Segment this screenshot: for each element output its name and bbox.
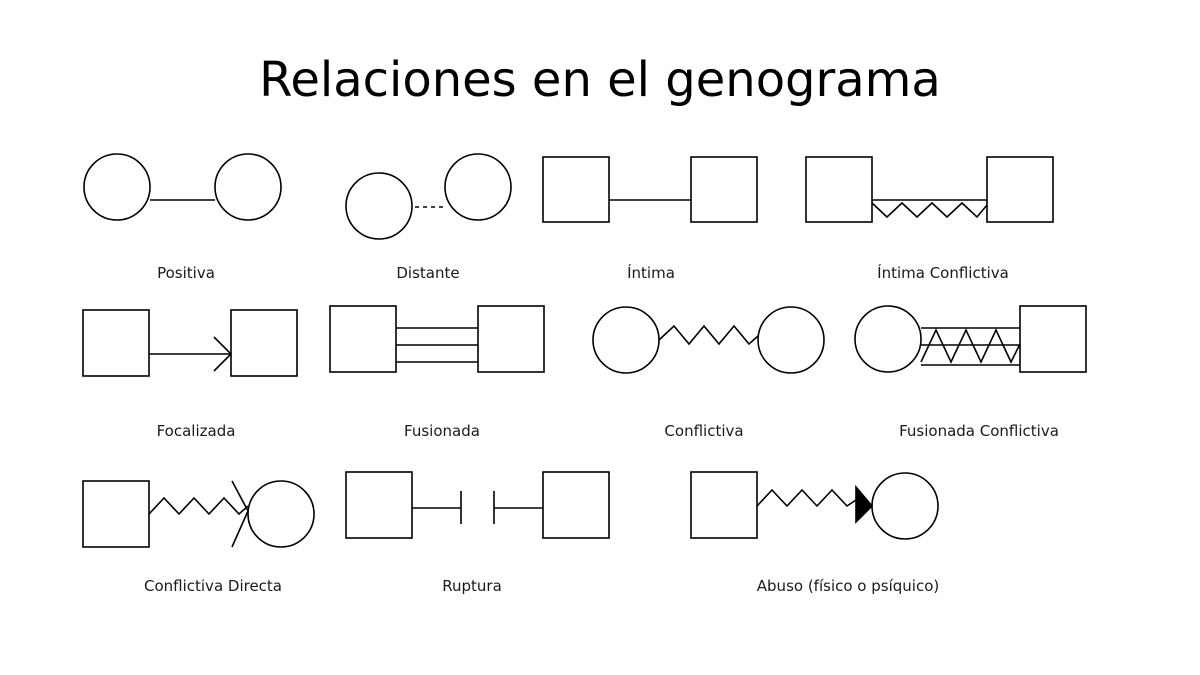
arrow-head	[213, 336, 233, 372]
label-conflictiva: Conflictiva	[664, 422, 744, 440]
person-circle	[757, 306, 825, 374]
person-circle	[592, 306, 660, 374]
relation-ruptura	[345, 471, 610, 539]
relation-distante	[345, 153, 512, 240]
relation-focalizada	[82, 309, 298, 377]
label-fusionada: Fusionada	[404, 422, 480, 440]
person-square	[477, 305, 545, 373]
person-circle	[214, 153, 282, 221]
label-distante: Distante	[396, 264, 460, 282]
label-intima: Íntima	[627, 264, 675, 282]
label-ruptura: Ruptura	[442, 577, 502, 595]
relation-abuso	[690, 471, 939, 540]
arrow-head	[231, 480, 249, 548]
zigzag-line	[148, 496, 249, 516]
label-focalizada: Focalizada	[156, 422, 236, 440]
person-square	[805, 156, 873, 223]
zigzag-line	[871, 201, 988, 219]
relation-fusionada	[329, 305, 545, 373]
person-circle	[444, 153, 512, 221]
relation-conflictiva	[592, 306, 825, 374]
person-square	[230, 309, 298, 377]
label-intima-conflictiva: Íntima Conflictiva	[877, 264, 1009, 282]
zigzag-line	[756, 488, 857, 508]
person-square	[542, 471, 610, 539]
relation-conflictiva-directa	[82, 480, 315, 548]
relation-positiva	[83, 153, 282, 221]
zigzag-line	[658, 324, 759, 346]
person-circle	[83, 153, 151, 221]
person-square	[690, 156, 758, 223]
person-square	[329, 305, 397, 373]
label-positiva: Positiva	[157, 264, 215, 282]
person-square	[690, 471, 758, 539]
person-circle	[247, 480, 315, 548]
page-title: Relaciones en el genograma	[259, 52, 941, 108]
relation-intima-conflictiva	[805, 156, 1054, 223]
zigzag-line	[920, 328, 1021, 364]
relation-intima	[542, 156, 758, 223]
person-square	[82, 309, 150, 377]
filled-arrow-head	[855, 484, 874, 524]
person-square	[1019, 305, 1087, 373]
relation-fusionada-conflictiva	[854, 305, 1087, 373]
person-square	[542, 156, 610, 223]
person-circle	[871, 472, 939, 540]
person-circle	[345, 172, 413, 240]
person-circle	[854, 305, 922, 373]
person-square	[345, 471, 413, 539]
person-square	[986, 156, 1054, 223]
label-conflictiva-directa: Conflictiva Directa	[143, 577, 283, 595]
person-square	[82, 480, 150, 548]
label-fusionada-conflictiva: Fusionada Conflictiva	[899, 422, 1059, 440]
label-abuso: Abuso (físico o psíquico)	[756, 577, 940, 595]
